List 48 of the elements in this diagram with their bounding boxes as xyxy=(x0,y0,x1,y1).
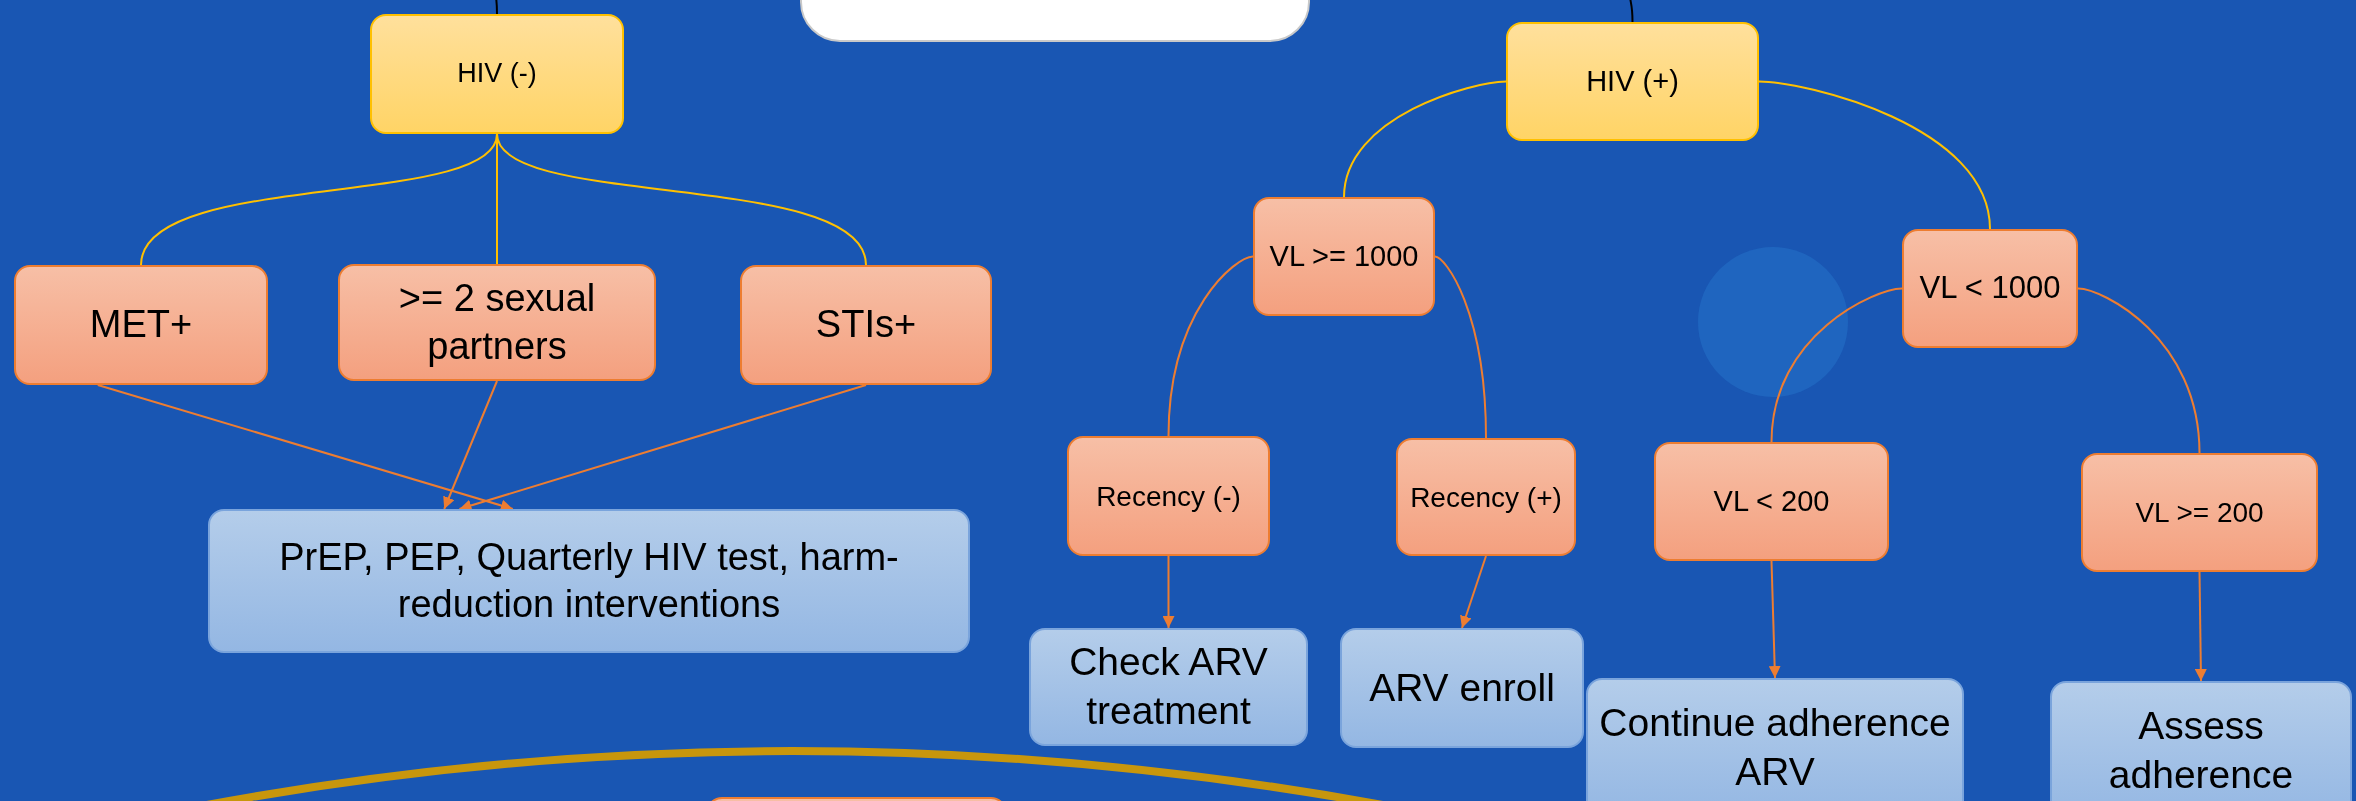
condition-box xyxy=(1067,436,1270,556)
arrow xyxy=(1460,555,1487,629)
node-label: VL < 200 xyxy=(1712,484,1831,520)
node-label: MET+ xyxy=(88,302,194,348)
arrow xyxy=(2194,571,2207,682)
node-label: Assess adherence xyxy=(2107,703,2295,798)
arrow xyxy=(443,380,498,510)
connector-line xyxy=(1167,255,1254,437)
arrow xyxy=(96,384,514,512)
node-label: >= 2 sexual partners xyxy=(397,276,597,369)
condition-box xyxy=(1902,229,2078,348)
action-box xyxy=(2050,681,2352,801)
action-box xyxy=(1586,678,1964,801)
node-label: Recency (+) xyxy=(1409,480,1563,515)
node-label: HIV (-) xyxy=(456,57,538,91)
arrow xyxy=(458,384,867,512)
condition-box xyxy=(1396,438,1576,556)
connector-line xyxy=(496,133,867,266)
connector-line xyxy=(1434,255,1487,439)
connector-line xyxy=(1629,0,1634,23)
condition-box xyxy=(1654,442,1889,561)
condition-box xyxy=(14,265,268,385)
node-label: PrEP, PEP, Quarterly HIV test, harm-reduction interventions xyxy=(278,534,900,627)
connector-line xyxy=(1770,287,1903,443)
node-label: VL >= 200 xyxy=(2134,496,2265,530)
node-label: VL < 1000 xyxy=(1918,269,2062,308)
connector-line xyxy=(495,0,498,15)
connector-line xyxy=(1343,80,1507,198)
node-label: VL >= 1000 xyxy=(1268,239,1420,275)
result-box xyxy=(370,14,624,134)
connector-line xyxy=(1758,80,1991,230)
condition-box xyxy=(338,264,656,381)
node-label: STIs+ xyxy=(814,302,918,348)
arrow xyxy=(1162,555,1175,629)
result-box xyxy=(1506,22,1759,141)
node-label: Continue adherence ARV xyxy=(1598,700,1952,795)
arrow xyxy=(1768,560,1781,679)
action-box xyxy=(1340,628,1584,748)
node-label: Check ARV treatment xyxy=(1068,639,1269,734)
action-box xyxy=(1029,628,1308,746)
node-label: HIV (+) xyxy=(1585,64,1680,100)
action-box xyxy=(208,509,970,653)
connector-line xyxy=(2077,287,2201,454)
condition-box xyxy=(2081,453,2318,572)
condition-box xyxy=(740,265,992,385)
condition-box xyxy=(1253,197,1435,316)
node-label: ARV enroll xyxy=(1368,664,1556,711)
node-label: Recency (-) xyxy=(1095,479,1242,514)
